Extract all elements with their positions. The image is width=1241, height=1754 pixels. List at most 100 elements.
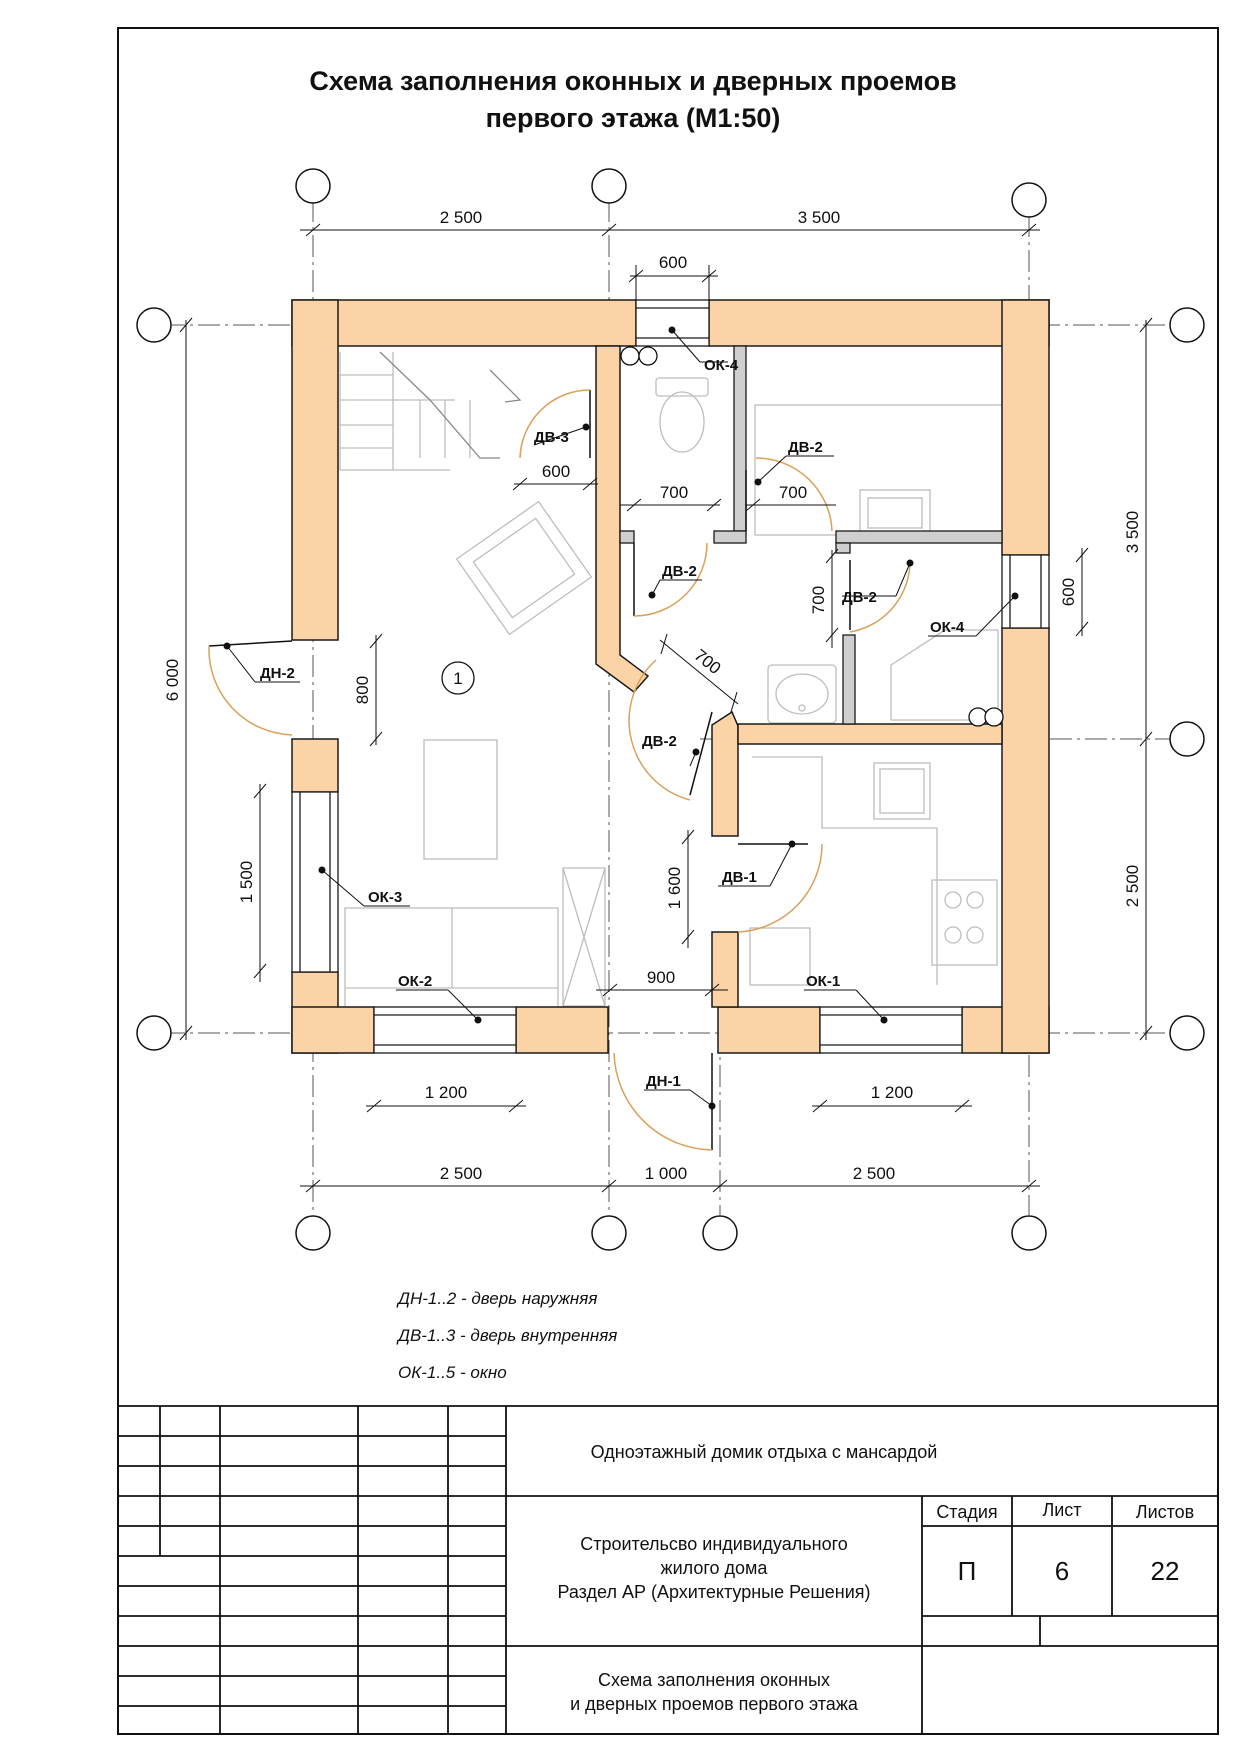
pipe: [984, 707, 1004, 727]
dim-bottom-right: 2 500: [853, 1164, 896, 1183]
wall-segment: [711, 931, 739, 1008]
pipe: [638, 346, 658, 366]
door-dv1: [737, 843, 823, 933]
dim-diag-door: 700: [690, 645, 724, 678]
cabinets-top: [754, 404, 1006, 536]
axis-bubble: [591, 1215, 627, 1251]
pipe: [968, 707, 988, 727]
door-dv2-top: [745, 457, 833, 532]
sheet-frame: [117, 27, 1219, 1735]
partition: [713, 530, 747, 544]
dim-top-right: 3 500: [798, 208, 841, 227]
tag-dv3: ДВ-3: [534, 429, 569, 446]
door-dv2-bath: [849, 559, 911, 633]
dim-bottom-mid: 1 000: [645, 1164, 688, 1183]
tag-dn1: ДН-1: [646, 1073, 681, 1090]
room-number: 1: [453, 669, 462, 688]
door-dv2-diag: [628, 659, 713, 801]
window-ok3: [291, 791, 339, 973]
tag-dv2-wc: ДВ-2: [662, 563, 697, 580]
stamp-sheets-label: Листов: [1136, 1502, 1194, 1522]
stamp-project: Одноэтажный домик отдыха с мансардой: [591, 1442, 938, 1462]
washbasin: [767, 664, 837, 724]
dim-right-bottom: 2 500: [1123, 865, 1142, 908]
legend-line1: ДН-1..2 - дверь наружняя: [396, 1289, 597, 1308]
stamp-section-line3: Раздел АР (Архитектурные Решения): [557, 1582, 870, 1602]
axis-bubble: [1169, 1015, 1205, 1051]
dimension-lines: [179, 223, 1153, 1193]
walls: [291, 299, 1050, 1054]
wall-segment: [291, 1006, 375, 1054]
stamp-sheet-title-line2: и дверных проемов первого этажа: [570, 1694, 859, 1714]
dim-bath-door: 700: [809, 586, 828, 614]
stamp-stage-label: Стадия: [936, 1502, 997, 1522]
stamp-sheet: 6: [1055, 1556, 1069, 1586]
wall-segment: [595, 345, 650, 694]
tag-dv2-top: ДВ-2: [788, 439, 823, 456]
title-block: [118, 1405, 1218, 1734]
window-ok4-top: [635, 299, 710, 347]
wall-segment: [708, 299, 1050, 347]
axis-bubble: [136, 307, 172, 343]
dim-top-left: 2 500: [440, 208, 483, 227]
light-partitions: [619, 345, 1003, 725]
furniture: [339, 351, 1006, 1014]
doors: [208, 389, 911, 1151]
wall-segment: [717, 1006, 821, 1054]
partition: [835, 542, 851, 554]
wall-segment: [711, 710, 739, 837]
partition: [842, 634, 856, 725]
wall-segment: [1001, 627, 1050, 1054]
dim-top-window: 600: [659, 253, 687, 272]
dim-wc-door: 700: [660, 483, 688, 502]
toilet: [655, 377, 709, 453]
wall-segment: [291, 299, 637, 347]
tag-dv2-low: ДВ-2: [642, 733, 677, 750]
wall-segment: [1001, 299, 1050, 556]
stamp-section-line2: жилого дома: [661, 1558, 769, 1578]
tag-dv1: ДВ-1: [722, 869, 757, 886]
tag-dv2-bath: ДВ-2: [842, 589, 877, 606]
dim-bottom-left: 2 500: [440, 1164, 483, 1183]
dining-table: [423, 739, 498, 860]
axis-bubble: [1169, 307, 1205, 343]
axis-bubbles: [136, 168, 1205, 1251]
wall-segment: [291, 738, 339, 793]
windows: [291, 299, 1050, 1054]
dim-left-window: 1 500: [237, 861, 256, 904]
dim-window-right: 1 200: [871, 1083, 914, 1102]
dim-hall-door: 700: [779, 483, 807, 502]
sofa: [344, 907, 559, 1014]
kitchen-units: [749, 756, 998, 986]
stamp-stage: П: [958, 1556, 977, 1586]
door-dn2: [208, 640, 293, 736]
axis-bubble: [1011, 1215, 1047, 1251]
axis-bubble: [591, 168, 627, 204]
dim-left-total: 6 000: [163, 659, 182, 702]
cabinet: [562, 867, 606, 1007]
wall-segment: [737, 723, 1003, 745]
shower-tray: [890, 629, 999, 721]
axis-bubble: [295, 1215, 331, 1251]
tag-ok4-top: ОК-4: [704, 357, 739, 374]
tag-ok2: ОК-2: [398, 973, 432, 990]
wall-segment: [515, 1006, 609, 1054]
legend-line3: ОК-1..5 - окно: [398, 1363, 507, 1382]
tag-dn2: ДН-2: [260, 665, 295, 682]
door-dv2-wc: [633, 542, 708, 617]
axis-bubble: [295, 168, 331, 204]
door-dv3: [519, 389, 591, 459]
window-ok2: [373, 1006, 517, 1054]
room-marker: 1: [441, 661, 475, 695]
dim-right-top: 3 500: [1123, 511, 1142, 554]
stamp-sheets: 22: [1151, 1556, 1180, 1586]
stamp-sheet-label: Лист: [1042, 1500, 1081, 1520]
stairs: [339, 351, 522, 471]
dim-window-left: 1 200: [425, 1083, 468, 1102]
window-ok1: [819, 1006, 963, 1054]
tag-ok1: ОК-1: [806, 973, 840, 990]
armchair: [455, 500, 593, 636]
dim-stair-door: 600: [542, 462, 570, 481]
pipe: [620, 346, 640, 366]
axis-bubble: [136, 1015, 172, 1051]
